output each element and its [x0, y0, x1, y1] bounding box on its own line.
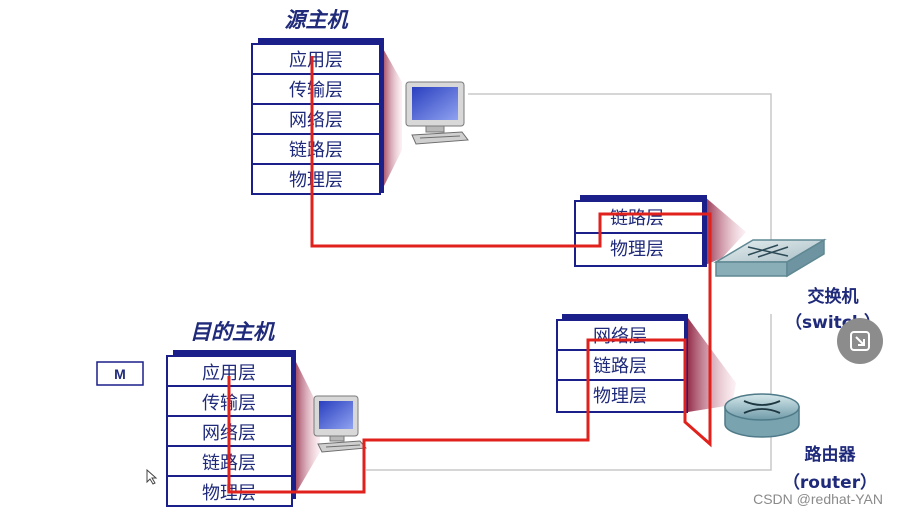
switch-cone: [705, 197, 746, 265]
router-label: 路由器: [805, 444, 857, 465]
gray-links: [366, 93, 772, 471]
computer-icon: [405, 81, 469, 145]
router-stack: 网络层 链路层 物理层: [556, 314, 688, 413]
dest-stack: 应用层 传输层 网络层 链路层 物理层: [166, 350, 296, 507]
dest-layer-application: 应用层: [202, 363, 256, 384]
dest-host-title: 目的主机: [190, 319, 276, 344]
switch-layer-physical: 物理层: [610, 239, 664, 260]
source-layer-transport: 传输层: [289, 80, 343, 101]
source-cone: [381, 45, 402, 192]
source-host-title: 源主机: [285, 7, 350, 32]
message-box: M: [96, 361, 144, 386]
router-icon: [724, 393, 800, 438]
expand-button[interactable]: [837, 318, 883, 364]
router-layer-link: 链路层: [593, 356, 647, 377]
source-layer-physical: 物理层: [289, 170, 343, 191]
router-label-en: （router）: [783, 472, 877, 493]
message-label: M: [114, 366, 126, 382]
watermark: CSDN @redhat-YAN: [753, 491, 883, 507]
switch-layer-link: 链路层: [610, 208, 664, 229]
expand-icon: [850, 331, 870, 351]
source-stack: 应用层 传输层 网络层 链路层 物理层: [251, 38, 384, 195]
source-layer-link: 链路层: [289, 140, 343, 161]
cursor-icon: [146, 468, 158, 485]
dest-cone: [293, 356, 320, 498]
data-path: [227, 56, 712, 494]
source-layer-application: 应用层: [289, 50, 343, 71]
switch-stack: 链路层 物理层: [574, 195, 707, 267]
router-layer-physical: 物理层: [593, 386, 647, 407]
switch-icon: [713, 238, 827, 278]
source-layer-network: 网络层: [289, 110, 343, 131]
computer-icon: [313, 395, 368, 453]
router-layer-network: 网络层: [593, 326, 647, 347]
switch-label: 交换机: [808, 286, 859, 307]
router-cone: [688, 318, 736, 412]
